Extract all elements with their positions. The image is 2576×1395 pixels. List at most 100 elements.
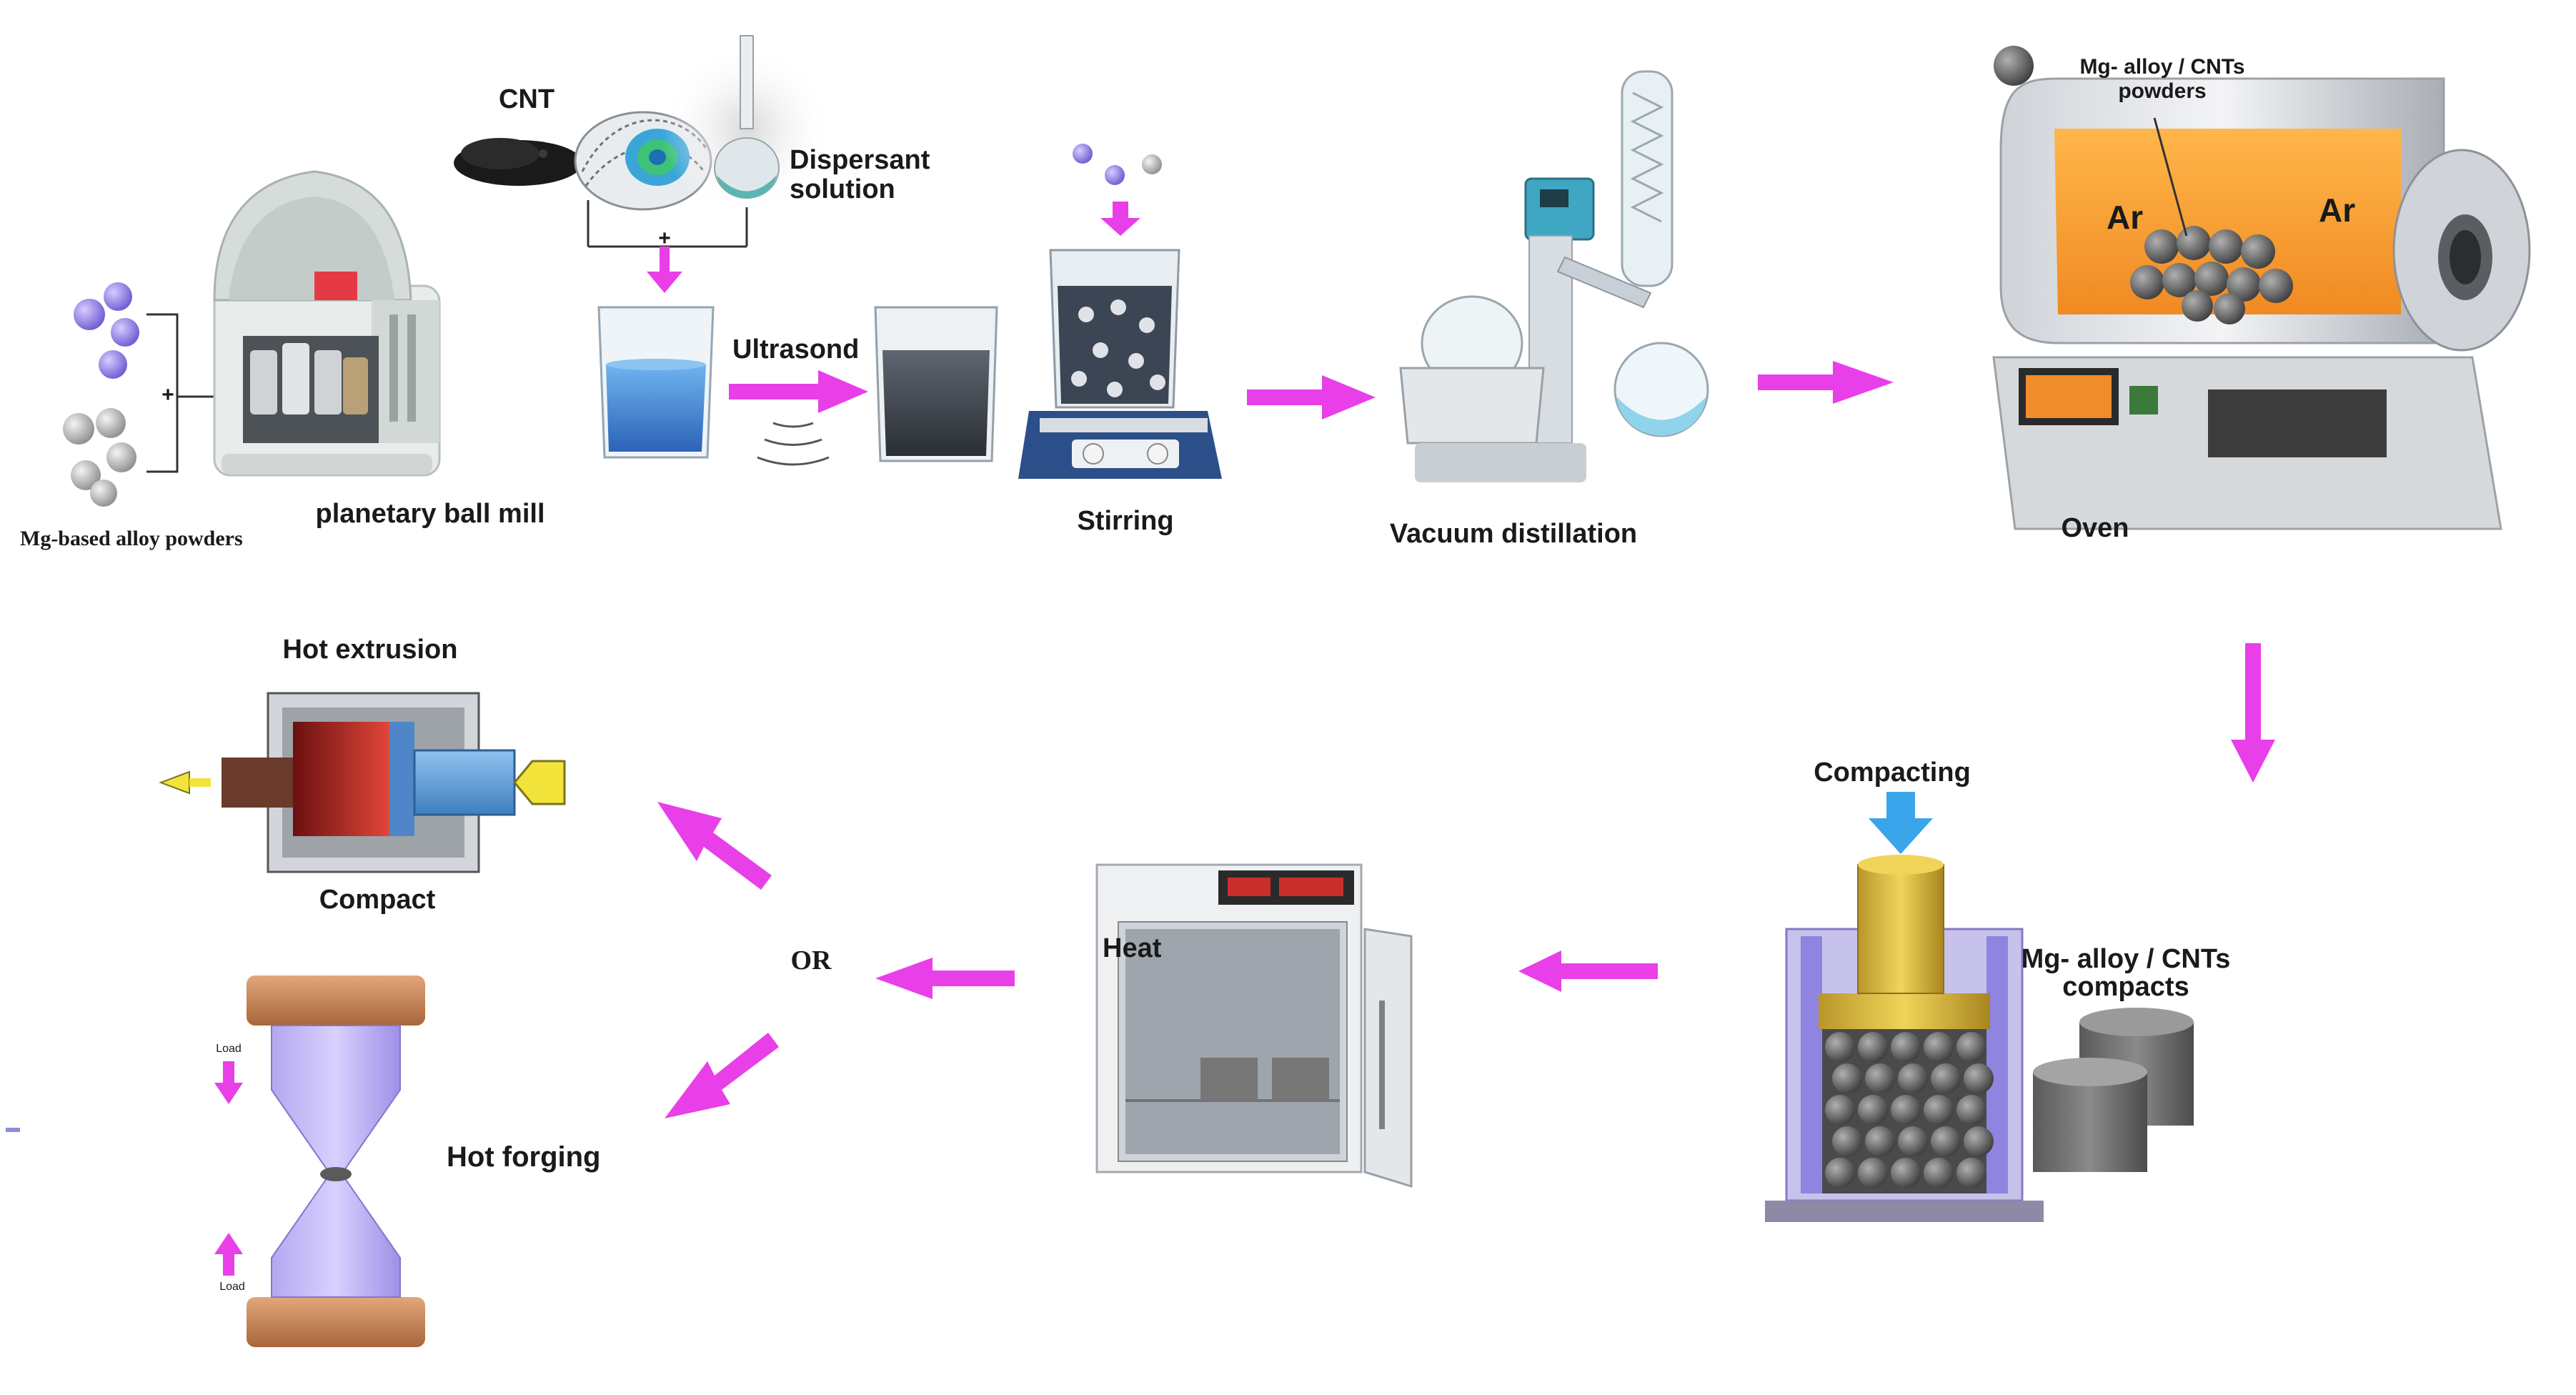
compacted-powder-particle [1858, 1095, 1888, 1125]
vacuum-distillation-label: Vacuum distillation [1389, 519, 1638, 549]
gray-powder-particle [71, 460, 101, 490]
compacted-powder-particle [1865, 1126, 1895, 1156]
mg-powders-group [63, 282, 257, 507]
compacted-powder-particle [1891, 1095, 1921, 1125]
load-arrow-up-icon [214, 1233, 243, 1276]
arrow-to-extrusion [657, 802, 772, 890]
gray-powder-particle [90, 480, 117, 507]
arrow-to-or [875, 958, 1015, 999]
cnt-powder-icon [454, 138, 582, 186]
dispersant-label-line2: solution [790, 174, 895, 204]
compacted-powder-particle [1964, 1126, 1994, 1156]
load-label-top: Load [216, 1043, 242, 1055]
compacting-label: Compacting [1814, 758, 1971, 788]
legend-particle [1994, 46, 2034, 86]
bracket [146, 313, 179, 473]
label-pointer [2153, 117, 2188, 237]
arrow-powders-to-stirrer [1100, 202, 1140, 236]
beaker-dispersion-icon [597, 306, 715, 459]
compacted-powder-particle [1891, 1032, 1921, 1062]
arrow-to-forging [665, 1033, 779, 1118]
powders-label-line1: Mg- alloy / CNTs [2079, 55, 2245, 79]
compacted-powder-particle [1956, 1095, 1986, 1125]
furnace-powder-particles [2130, 226, 2293, 324]
arrow-down-to-compacting [2231, 643, 2275, 783]
dispersant-flask-icon [661, 35, 832, 214]
compacted-powder-particle [1898, 1063, 1928, 1093]
gray-powder-particle [106, 442, 136, 472]
edge-mark [6, 1128, 20, 1132]
compacts-label-line1: Mg- alloy / CNTs [2021, 944, 2231, 974]
arrow-compacting-blue [1869, 792, 1933, 854]
argon-label-right: Ar [2319, 192, 2356, 229]
load-arrow-down-icon [214, 1061, 243, 1104]
compacted-powder-particle [1825, 1032, 1855, 1062]
die-powder-particles [1825, 1032, 1994, 1188]
yellow-arrow-right-icon [159, 770, 211, 795]
plus-sign: + [161, 383, 174, 407]
compacted-powder-particle [1924, 1158, 1954, 1188]
heat-label: Heat [1103, 933, 1162, 963]
compacted-powder-particle [1832, 1126, 1862, 1156]
beaker-dark-suspension-icon [874, 306, 998, 462]
powders-label-line2: powders [2118, 79, 2207, 103]
arrow-to-distillation [1247, 375, 1376, 420]
purple-powder-particle [1073, 144, 1093, 164]
ultrasound-waves-icon [757, 422, 830, 466]
mg-powders-label: Mg-based alloy powders [20, 527, 243, 550]
compacted-powder-particle [1898, 1126, 1928, 1156]
compact-label: Compact [319, 885, 436, 915]
compacted-powder-particle [1858, 1032, 1888, 1062]
hot-extrusion-icon [222, 692, 516, 873]
gray-powder-particle [1142, 154, 1162, 174]
arrow-to-beaker [647, 247, 682, 293]
compacted-powder-particle [1891, 1158, 1921, 1188]
compacted-powder-particle [1931, 1126, 1961, 1156]
heating-oven-icon [1095, 863, 1413, 1188]
yellow-arrow-left-icon [513, 760, 566, 805]
purple-powder-particle [99, 350, 127, 379]
compacted-powder-particle [1858, 1158, 1888, 1188]
compacted-powder-particle [1956, 1032, 1986, 1062]
gray-powder-particle [96, 408, 126, 438]
compacted-powder-particle [1964, 1063, 1994, 1093]
purple-powder-particle [104, 282, 132, 311]
arrow-ultrasound [729, 370, 868, 413]
stirring-powders-group [1073, 144, 1162, 185]
stirring-label: Stirring [1077, 506, 1174, 536]
argon-label-left: Ar [2107, 199, 2144, 236]
ultrasound-label: Ultrasond [732, 334, 860, 364]
compacted-powder-particle [1924, 1032, 1954, 1062]
compacted-powder-particle [1931, 1063, 1961, 1093]
rotary-evaporator-icon [1399, 70, 1709, 482]
compacted-powder-particle [1825, 1158, 1855, 1188]
compacts-label-line2: compacts [2062, 972, 2189, 1002]
arrow-to-oven [1758, 361, 1894, 404]
compacted-powder-particle [1924, 1095, 1954, 1125]
or-label: OR [790, 945, 832, 975]
compacted-powder-particle [1865, 1063, 1895, 1093]
compacts-icon [2033, 1008, 2194, 1172]
punch-icon [1819, 855, 1990, 1029]
tube-furnace-icon [1992, 77, 2531, 530]
ball-mill-label: planetary ball mill [315, 499, 545, 529]
gray-powder-particle [63, 413, 94, 445]
arrow-to-heat [1518, 950, 1658, 992]
magnetic-stirrer-icon [1018, 249, 1222, 479]
compacted-powder-particle [1825, 1095, 1855, 1125]
purple-powder-particle [1105, 165, 1125, 185]
compacted-powder-particle [1832, 1063, 1862, 1093]
hot-extrusion-label: Hot extrusion [282, 635, 458, 665]
planetary-ball-mill-icon [213, 170, 441, 477]
purple-powder-particle [111, 318, 139, 347]
cnt-label: CNT [498, 84, 555, 114]
plus-sign: + [658, 227, 671, 250]
hot-forging-icon [247, 975, 425, 1347]
purple-powder-particle [74, 299, 105, 330]
oven-label: Oven [2061, 513, 2129, 543]
compacted-powder-particle [1956, 1158, 1986, 1188]
load-label-bottom: Load [219, 1281, 245, 1293]
dispersant-label-line1: Dispersant [790, 145, 930, 175]
